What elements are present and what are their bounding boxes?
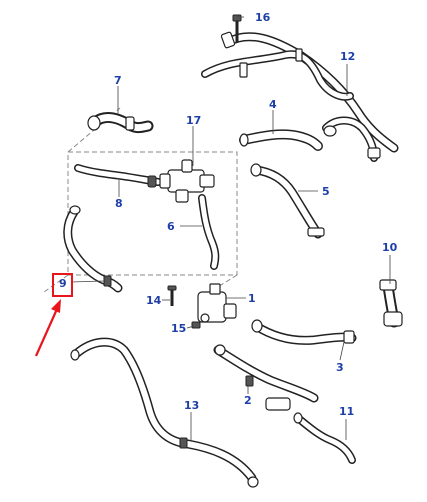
- hose-8: [74, 164, 162, 188]
- callout-11: 11: [339, 405, 354, 418]
- callout-6: 6: [167, 220, 175, 233]
- callout-4: 4: [269, 98, 277, 111]
- hose-11: [293, 412, 356, 464]
- callout-14: 14: [146, 294, 162, 307]
- callout-16: 16: [255, 11, 271, 24]
- bolt-14: [167, 285, 177, 306]
- frame-lower-edge: [43, 274, 69, 293]
- bolt-15: [191, 321, 201, 329]
- callout-10: 10: [382, 241, 398, 254]
- highlight-box: [52, 273, 73, 297]
- hose-9: [63, 205, 123, 293]
- hose-13: [70, 337, 259, 488]
- hose-12: [201, 31, 399, 162]
- hose-4: [239, 129, 323, 151]
- callout-8: 8: [115, 197, 123, 210]
- hose-10: [379, 279, 403, 328]
- hose-5: [250, 163, 325, 239]
- callout-15: 15: [171, 322, 186, 335]
- hose-3: [251, 319, 357, 345]
- connector-housing-17: [159, 159, 215, 203]
- callout-12: 12: [340, 50, 355, 63]
- hose-2: [213, 344, 319, 411]
- highlight-arrow: [34, 299, 61, 357]
- callout-7: 7: [114, 74, 122, 87]
- callout-5: 5: [322, 185, 330, 198]
- callout-2: 2: [244, 394, 252, 407]
- hose-7: [87, 112, 154, 134]
- callout-9: 9: [59, 277, 67, 290]
- thermostat-housing-1: [197, 283, 237, 323]
- callout-13: 13: [184, 399, 199, 412]
- leader-lines: [70, 16, 391, 440]
- frame-lower-edge-right: [204, 274, 238, 296]
- callout-1: 1: [248, 292, 256, 305]
- hose-6: [198, 194, 220, 270]
- callout-3: 3: [336, 361, 344, 374]
- clip-16: [232, 14, 242, 42]
- callout-17: 17: [186, 114, 201, 127]
